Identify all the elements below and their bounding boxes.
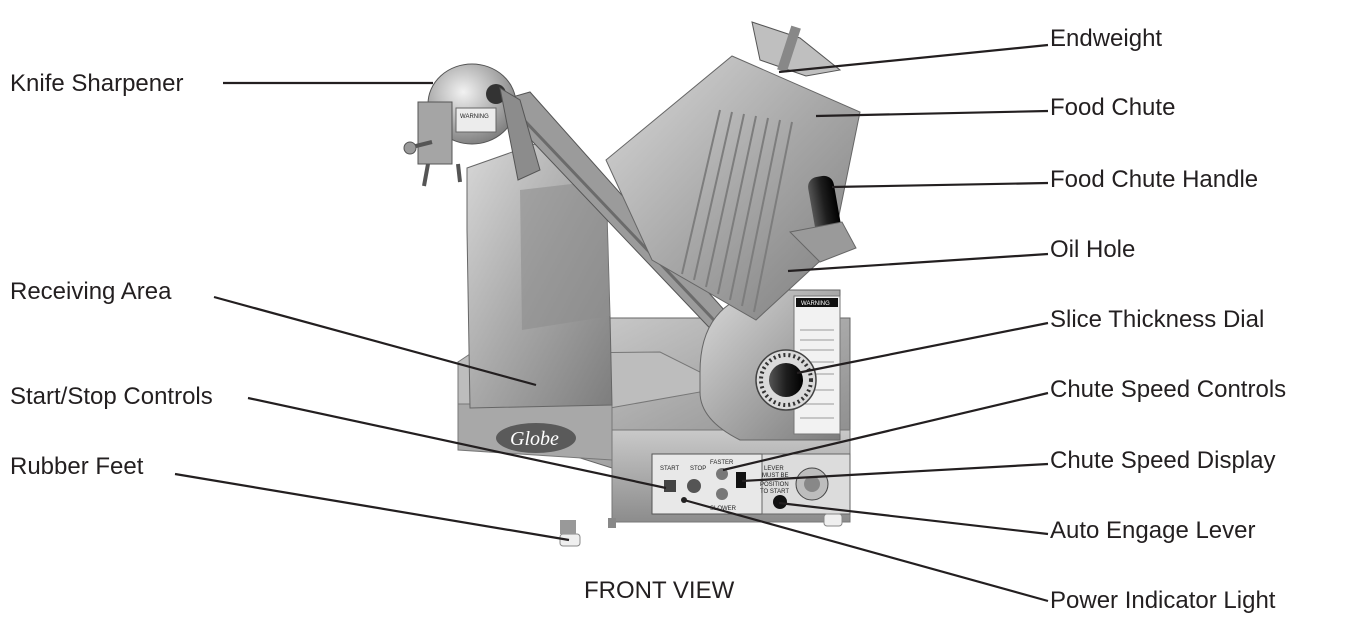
label-food-chute: Food Chute bbox=[1050, 94, 1175, 121]
label-endweight: Endweight bbox=[1050, 25, 1162, 52]
stop-button bbox=[687, 479, 701, 493]
label-chute-speed-display: Chute Speed Display bbox=[1050, 447, 1275, 474]
label-knife-sharpener: Knife Sharpener bbox=[10, 70, 183, 97]
leader-chute-speed-controls bbox=[722, 391, 1049, 472]
panel-start-label: START bbox=[660, 466, 679, 472]
leader-slice-thickness-dial bbox=[796, 321, 1049, 375]
chute-speed-display bbox=[736, 472, 746, 488]
panel-faster-label: FASTER bbox=[710, 460, 734, 466]
lever-note-2: MUST BE bbox=[762, 473, 789, 479]
label-start-stop-controls: Start/Stop Controls bbox=[10, 383, 213, 410]
auto-engage-lever bbox=[773, 495, 787, 509]
label-receiving-area: Receiving Area bbox=[10, 278, 172, 305]
warning-label-title: WARNING bbox=[801, 301, 830, 307]
label-chute-speed-controls: Chute Speed Controls bbox=[1050, 376, 1286, 403]
leader-rubber-feet bbox=[174, 472, 570, 542]
faster-button bbox=[716, 468, 728, 480]
callout-labels: Knife Sharpener Receiving Area Start/Sto… bbox=[10, 25, 1286, 614]
slice-thickness-dial bbox=[755, 349, 817, 411]
slicer-machine: WARNING WARNING Globe STAR bbox=[403, 21, 861, 547]
food-chute-ribs bbox=[681, 109, 793, 313]
lever-note-4: TO START bbox=[760, 489, 789, 495]
slower-button bbox=[716, 488, 728, 500]
leader-lines bbox=[174, 43, 1049, 603]
panel-stop-label: STOP bbox=[690, 466, 706, 472]
leader-endweight bbox=[778, 43, 1049, 74]
lever-panel: LEVER MUST BE POSITION TO START bbox=[736, 453, 851, 515]
rubber-foot-right bbox=[823, 513, 843, 527]
lever-note-1: LEVER bbox=[764, 466, 784, 472]
panel-slower-label: SLOWER bbox=[710, 506, 737, 512]
brand-logo: Globe bbox=[510, 428, 559, 450]
start-button bbox=[664, 480, 676, 492]
knife-sharpener: WARNING bbox=[403, 63, 541, 187]
label-slice-thickness-dial: Slice Thickness Dial bbox=[1050, 306, 1264, 333]
leader-food-chute bbox=[815, 109, 1049, 118]
caption-front-view: FRONT VIEW bbox=[584, 577, 735, 604]
leader-start-stop bbox=[247, 396, 667, 490]
label-auto-engage-lever: Auto Engage Lever bbox=[1050, 517, 1256, 544]
sharpener-warning-text: WARNING bbox=[460, 114, 489, 120]
label-power-indicator-light: Power Indicator Light bbox=[1050, 587, 1276, 614]
label-food-chute-handle: Food Chute Handle bbox=[1050, 166, 1258, 193]
label-oil-hole: Oil Hole bbox=[1050, 236, 1135, 263]
leader-chute-speed-display bbox=[741, 462, 1049, 483]
lever-note-3: POSITION bbox=[760, 482, 789, 488]
leader-food-chute-handle bbox=[831, 181, 1049, 189]
leader-auto-engage-lever bbox=[778, 501, 1049, 536]
label-rubber-feet: Rubber Feet bbox=[10, 453, 144, 480]
leader-power-indicator bbox=[683, 498, 1049, 603]
leader-receiving-area bbox=[213, 295, 537, 387]
leader-oil-hole bbox=[787, 252, 1049, 273]
